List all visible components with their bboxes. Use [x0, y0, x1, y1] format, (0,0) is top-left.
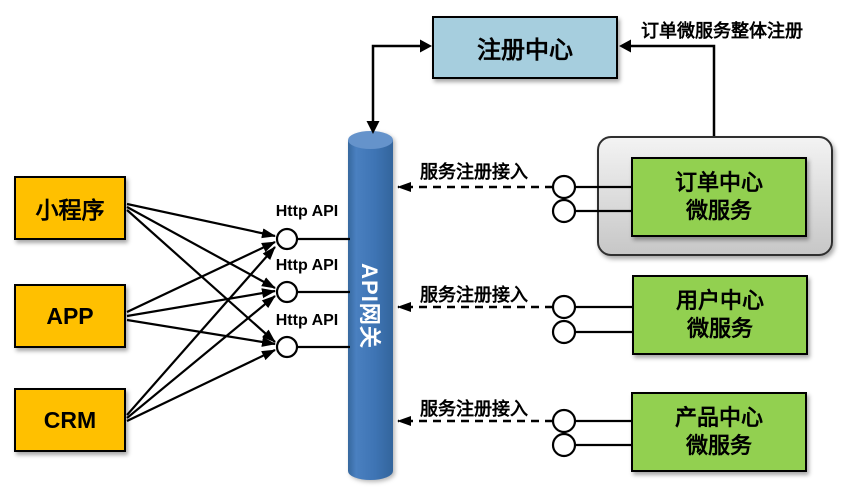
api-gateway-cylinder — [348, 131, 393, 480]
port-circle — [551, 319, 577, 345]
service-register-arrows — [397, 182, 553, 426]
http-api-label: Http API — [275, 203, 339, 220]
service-box-order: 订单中心 微服务 — [631, 157, 807, 237]
client-label: 小程序 — [35, 197, 105, 223]
arrowhead-right-registry — [420, 39, 432, 53]
service-port-circles — [551, 174, 577, 458]
client-box-app: APP — [14, 284, 126, 348]
port-circle — [551, 198, 577, 224]
port-circle — [551, 408, 577, 434]
service-register-label: 服务注册接入 — [420, 399, 528, 419]
port-circle — [551, 174, 577, 200]
arrow-line — [126, 241, 276, 313]
registry-label: 注册中心 — [477, 37, 573, 64]
client-to-api-arrows — [126, 202, 276, 422]
service-register-label: 服务注册接入 — [420, 285, 528, 305]
order-registration-connector — [631, 44, 716, 136]
arrow-line — [126, 288, 276, 318]
client-box-miniprogram: 小程序 — [14, 176, 126, 240]
service-label: 订单中心 微服务 — [674, 170, 763, 223]
service-label: 产品中心 微服务 — [674, 405, 763, 458]
port-circle — [551, 294, 577, 320]
client-label: CRM — [43, 406, 97, 433]
arrow-line — [126, 349, 276, 422]
port-circle — [551, 432, 577, 458]
client-box-crm: CRM — [14, 388, 126, 452]
http-api-label: Http API — [275, 257, 339, 274]
http-api-endpoint-circles — [275, 227, 299, 359]
service-register-label: 服务注册接入 — [420, 162, 528, 182]
service-label: 用户中心 微服务 — [675, 288, 764, 341]
arrow-line — [126, 295, 276, 419]
client-label: APP — [46, 302, 94, 329]
endpoint-to-gateway-lines — [297, 237, 350, 349]
http-api-label: Http API — [275, 312, 339, 329]
order-register-label: 订单微服务整体注册 — [641, 21, 803, 41]
arrowhead-down-gateway — [366, 121, 380, 134]
arrow-line — [126, 202, 276, 239]
registry-box: 注册中心 — [432, 16, 618, 79]
endpoint-circle — [275, 227, 299, 251]
arrowhead-left-registry — [619, 39, 631, 53]
service-box-user: 用户中心 微服务 — [632, 275, 808, 355]
arrow-line — [126, 246, 276, 416]
endpoint-circle — [275, 335, 299, 359]
port-to-service-lines — [574, 185, 634, 447]
service-box-product: 产品中心 微服务 — [631, 392, 807, 472]
gateway-registry-connector — [371, 44, 420, 128]
endpoint-circle — [275, 280, 299, 304]
